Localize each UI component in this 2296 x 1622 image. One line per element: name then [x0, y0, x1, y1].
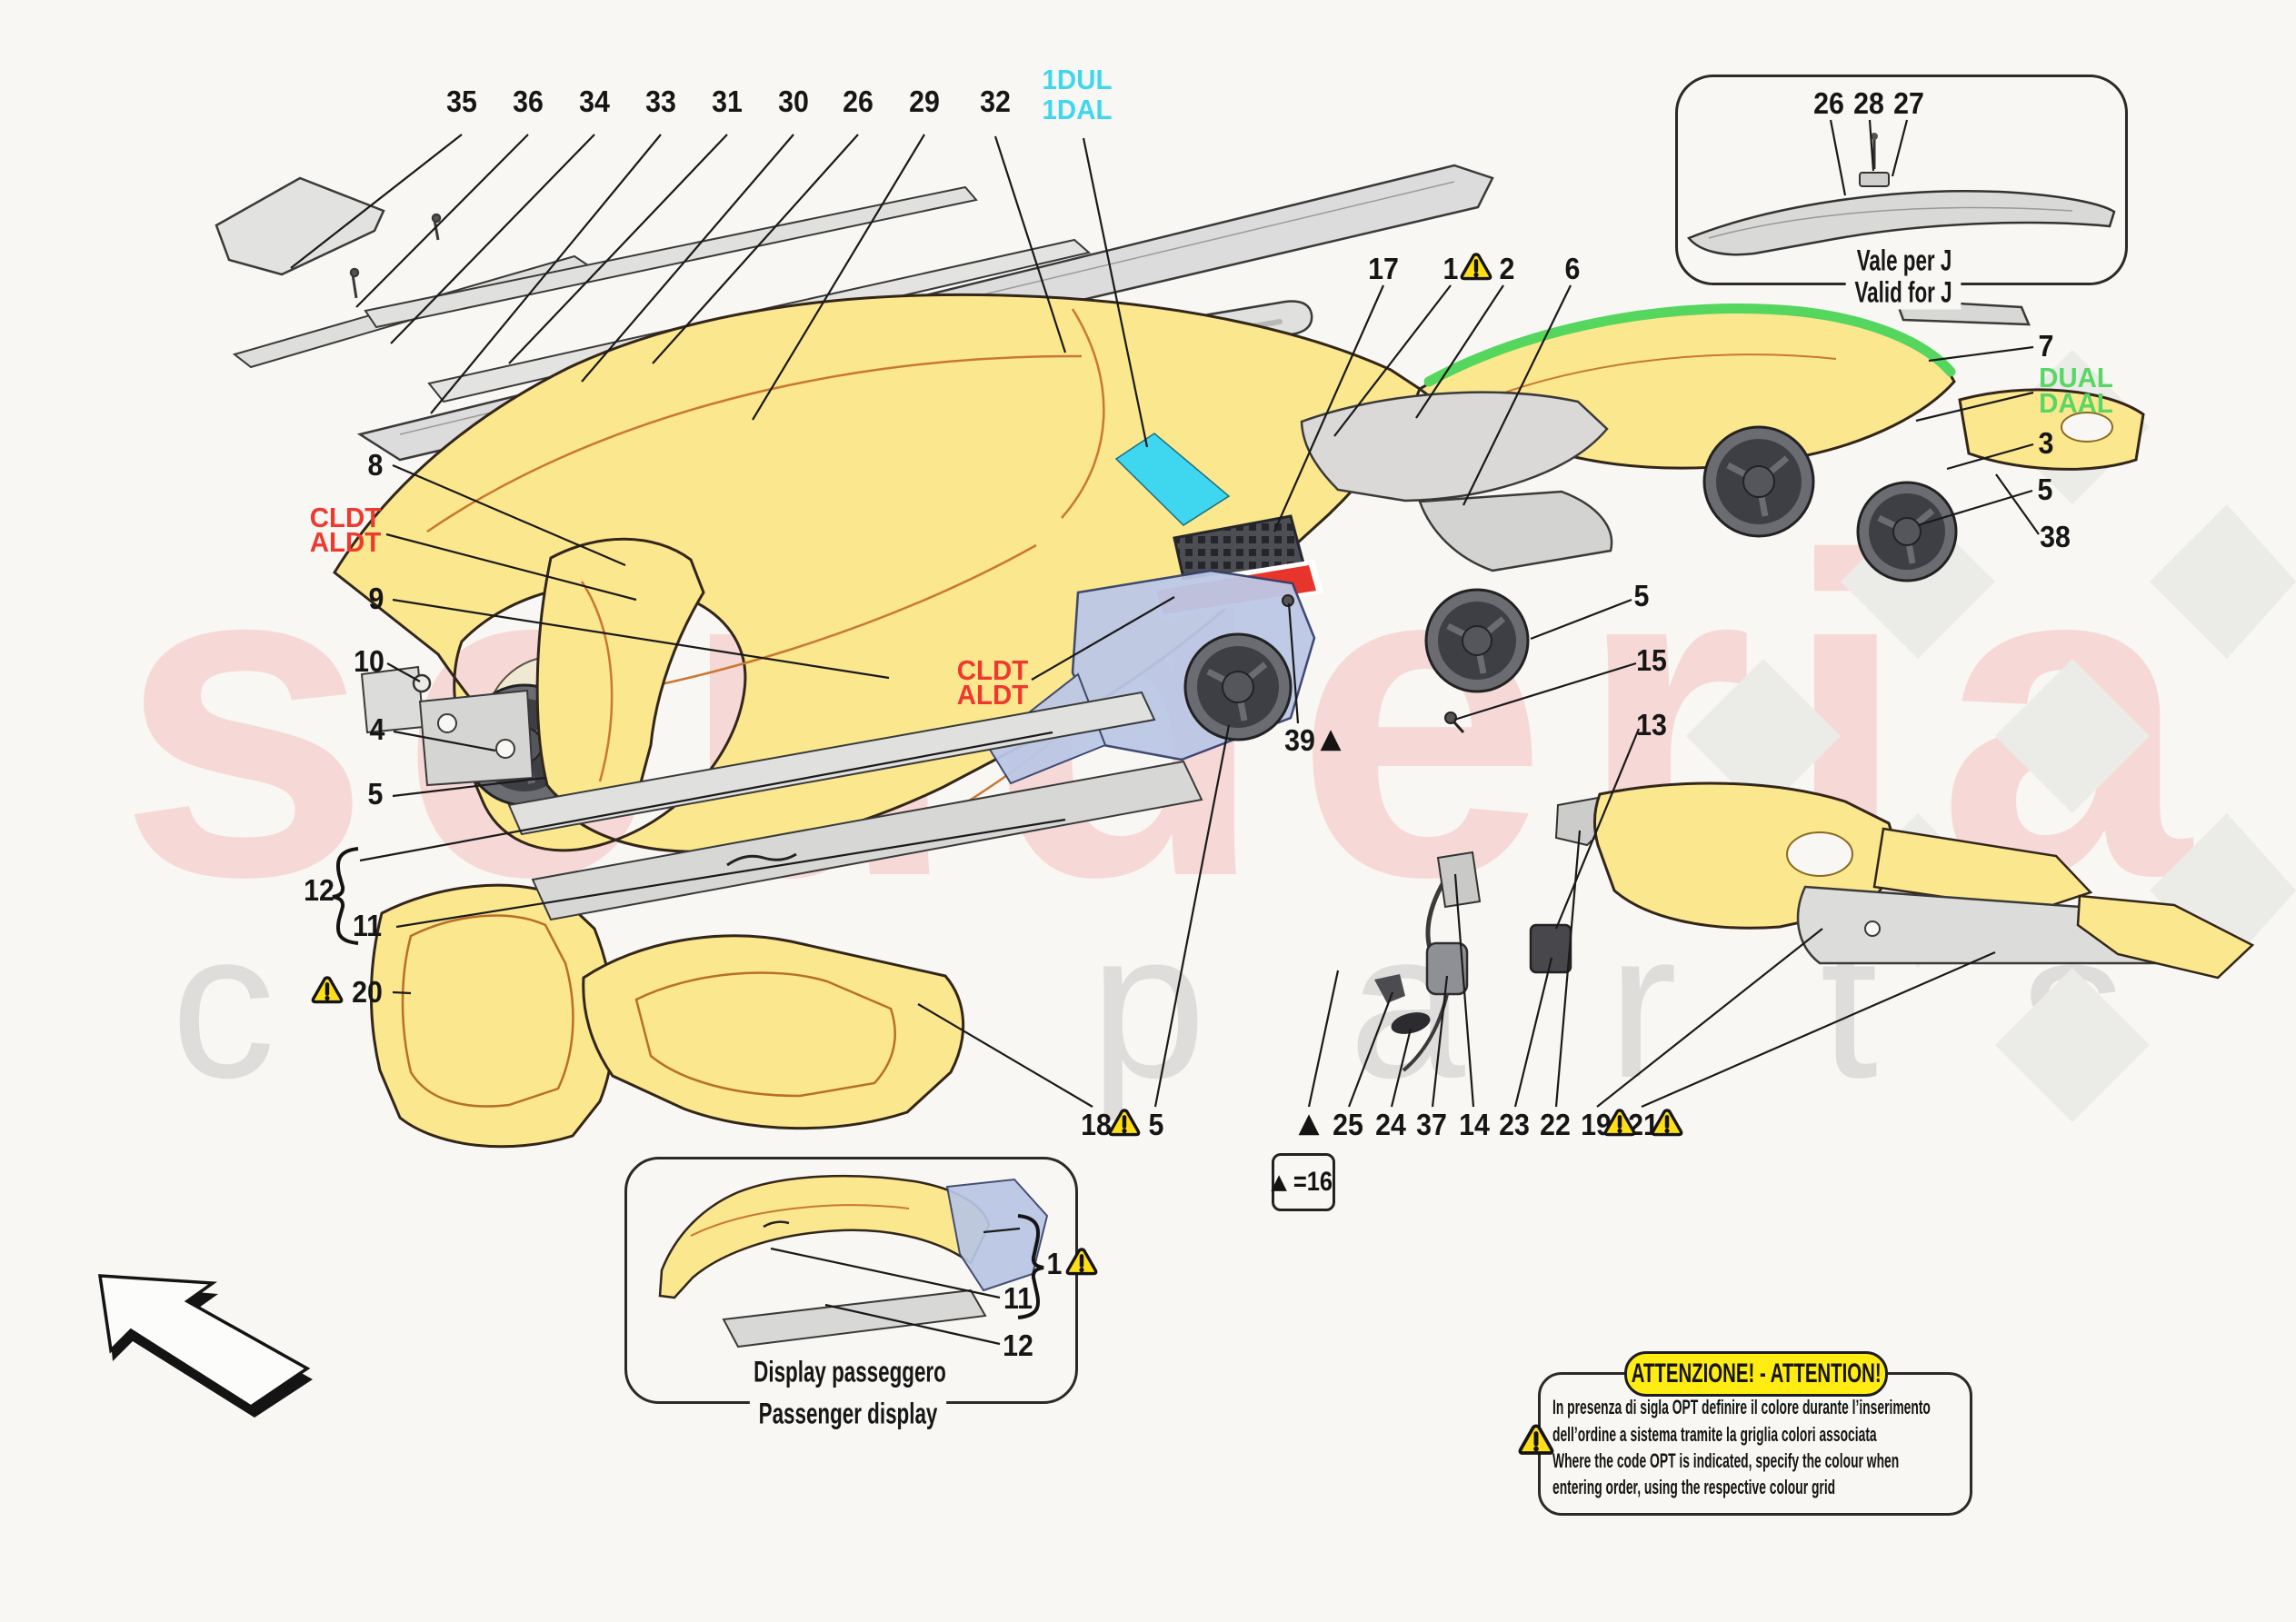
callout-31: 31 [712, 85, 743, 118]
warning-icon [1650, 1108, 1684, 1139]
code-aldt-mid: ALDT [956, 679, 1029, 711]
triangle-marker: ▲ [1320, 722, 1342, 755]
display-caption-en: Passenger display [749, 1397, 947, 1431]
callout-33: 33 [645, 85, 676, 118]
bracket-braces [332, 847, 1044, 1319]
inset-passenger-display-parts [658, 1174, 1049, 1348]
callout-14: 14 [1459, 1108, 1490, 1141]
inset-callout-28: 28 [1853, 86, 1884, 120]
warning-icon [310, 975, 344, 1006]
inset-callout-11: 11 [1003, 1281, 1033, 1315]
code-cldt-mid: CLDT [956, 654, 1029, 686]
callout-22: 22 [1540, 1108, 1571, 1141]
attention-line: entering order, using the respective col… [1552, 1476, 1836, 1498]
side-end-cap [370, 883, 615, 1149]
callout-12: 12 [304, 873, 334, 907]
callout-20: 20 [352, 975, 383, 1009]
callout-6: 6 [1564, 252, 1581, 285]
code-aldt-left: ALDT [309, 526, 382, 558]
leader-lines [290, 119, 2040, 1346]
code-cldt-left: CLDT [309, 502, 382, 533]
callout-15: 15 [1636, 643, 1667, 677]
inset-callout-27: 27 [1893, 86, 1924, 120]
callout-25: 25 [1333, 1108, 1363, 1141]
callout-18: 18 [1081, 1108, 1112, 1141]
callout-26: 26 [843, 85, 873, 118]
attention-line: dell’ordine a sistema tramite la griglia… [1552, 1423, 1877, 1446]
under-dash-trims [507, 691, 1203, 921]
direction-arrow [97, 1274, 313, 1418]
inset-trim-strip [1686, 133, 2116, 256]
inset-caption-it: Vale per J [1856, 244, 1952, 277]
callout-36: 36 [513, 85, 544, 118]
knee-panel [582, 934, 965, 1130]
callout-5-bottom: 5 [1148, 1108, 1164, 1141]
washer [412, 673, 432, 693]
callout-13: 13 [1636, 708, 1667, 741]
green-gasket-seal [1423, 304, 1956, 387]
callout-10: 10 [354, 644, 384, 678]
inset-caption-en: Valid for J [1845, 275, 1962, 310]
screws [1282, 594, 1465, 734]
attention-title-pill: ATTENZIONE! - ATTENTION! [1624, 1351, 1888, 1397]
attention-title: ATTENZIONE! - ATTENTION! [1631, 1358, 1882, 1388]
callout-34: 34 [579, 85, 610, 118]
wiring-harness [1374, 851, 1482, 1072]
air-duct [1418, 490, 1613, 572]
inset-callout-1: 1 [1046, 1247, 1063, 1280]
legend-value: =16 [1293, 1167, 1333, 1197]
legend-box: ▲ =16 [1271, 1153, 1335, 1211]
legend-triangle: ▲ [1271, 1170, 1287, 1194]
callout-5-right: 5 [2037, 473, 2053, 506]
inset-callout-26: 26 [1813, 86, 1844, 120]
attention-line: In presenza di sigla OPT definire il col… [1552, 1396, 1931, 1418]
inset-callout-12: 12 [1003, 1328, 1033, 1362]
warning-icon [1459, 252, 1493, 283]
callout-5-mid: 5 [1633, 579, 1650, 612]
code-1dal: 1DAL [1042, 94, 1113, 125]
callout-23: 23 [1499, 1108, 1530, 1141]
callout-38: 38 [2040, 520, 2071, 553]
code-1dul: 1DUL [1042, 64, 1113, 95]
triangle-marker: ▲ [1298, 1107, 1320, 1139]
left-side-panel [535, 537, 705, 812]
callout-24: 24 [1375, 1108, 1406, 1141]
callout-2: 2 [1499, 252, 1515, 285]
warning-icon [1064, 1247, 1099, 1278]
callout-32: 32 [980, 85, 1011, 118]
air-vent [1183, 632, 1293, 741]
side-duct [1958, 388, 2145, 471]
warning-icon [1107, 1108, 1142, 1139]
callout-9: 9 [368, 582, 384, 615]
callout-1: 1 [1442, 252, 1459, 285]
code-daal: DAAL [2039, 387, 2113, 419]
callout-7: 7 [2038, 329, 2054, 363]
callout-3: 3 [2038, 426, 2054, 460]
code-dual: DUAL [2039, 362, 2113, 393]
sensor-box [1529, 923, 1572, 974]
callout-35: 35 [446, 85, 477, 118]
lower-underpanel [1796, 885, 2255, 980]
cyan-color-band [1114, 433, 1231, 526]
callout-29: 29 [909, 85, 940, 118]
callout-4: 4 [369, 712, 385, 746]
callout-39: 39 [1284, 723, 1315, 757]
callout-11: 11 [352, 909, 383, 942]
callout-8: 8 [367, 448, 384, 482]
air-vent [1856, 481, 1958, 582]
air-vent [1424, 588, 1530, 693]
callout-37: 37 [1416, 1108, 1447, 1141]
display-caption-it: Display passeggero [754, 1355, 946, 1388]
callout-5-left: 5 [367, 777, 384, 811]
warning-icon [1517, 1423, 1555, 1458]
callout-17: 17 [1368, 252, 1399, 285]
air-vent [1702, 425, 1815, 538]
defroster-panel [1300, 391, 1609, 503]
warning-icon [1602, 1108, 1637, 1139]
callout-30: 30 [778, 85, 809, 118]
attention-line: Where the code OPT is indicated, specify… [1552, 1449, 1900, 1472]
